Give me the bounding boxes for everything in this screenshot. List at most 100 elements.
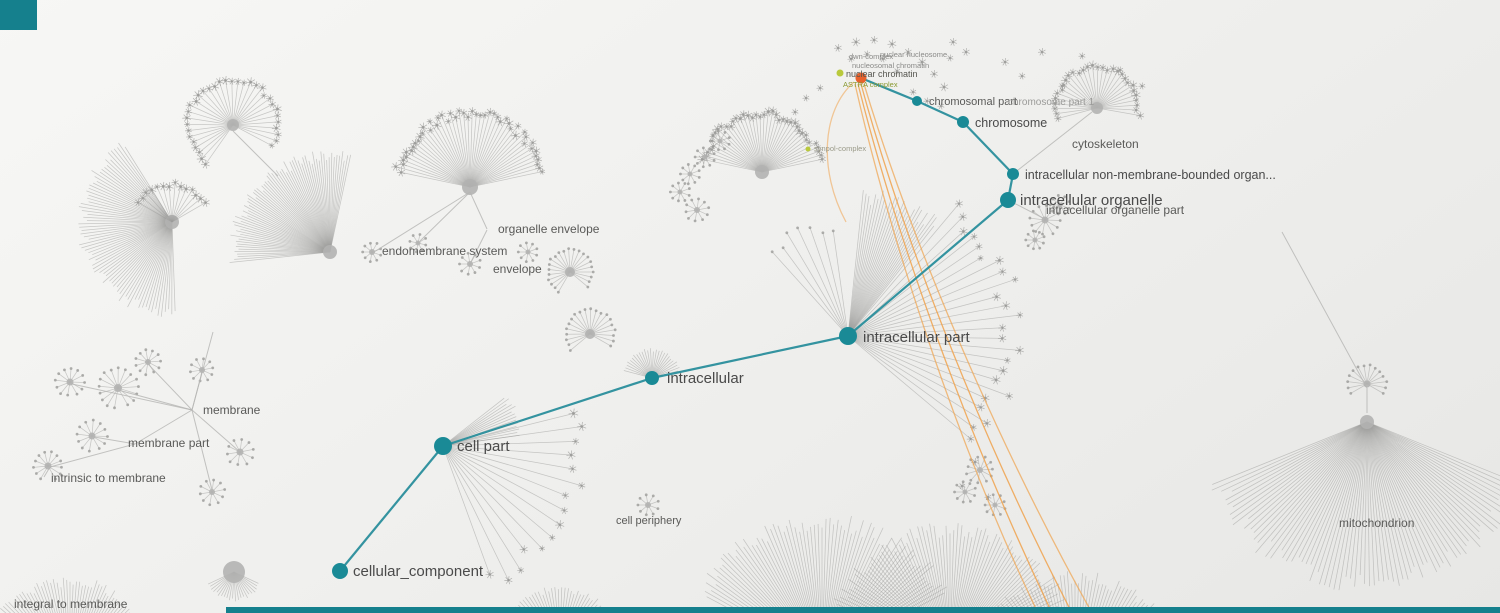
fan-hub-node[interactable] bbox=[66, 378, 74, 386]
label-cell-periphery[interactable]: cell periphery bbox=[616, 515, 682, 527]
burst-node-icon bbox=[234, 77, 242, 86]
label-cellular-component[interactable]: cellular_component bbox=[353, 563, 484, 580]
fan-hub-node[interactable] bbox=[1360, 415, 1374, 429]
label-intracellular-organelle[interactable]: intracellular organelle bbox=[1020, 192, 1163, 209]
fan-hub-node[interactable] bbox=[717, 138, 723, 144]
burst-node-icon bbox=[1134, 102, 1141, 109]
fan-hub-node[interactable] bbox=[88, 432, 96, 440]
fan-hub-node[interactable] bbox=[1091, 102, 1103, 114]
burst-node-icon bbox=[566, 450, 576, 460]
burst-node-icon bbox=[495, 117, 505, 127]
fan-hub-node[interactable] bbox=[702, 154, 708, 160]
node-green_complex_b[interactable] bbox=[805, 146, 811, 152]
burst-node-icon bbox=[520, 139, 528, 148]
burst-node-icon bbox=[1087, 60, 1098, 71]
fan-hub-node[interactable] bbox=[525, 249, 531, 255]
node-non_membrane_organelle[interactable] bbox=[1007, 168, 1019, 180]
node-intracellular_organelle[interactable] bbox=[1000, 192, 1016, 208]
burst-node-icon bbox=[268, 100, 277, 109]
label-astra-complex[interactable]: ASTRA complex bbox=[843, 80, 898, 89]
fan-hub-node[interactable] bbox=[145, 359, 151, 365]
fan-hub-node[interactable] bbox=[962, 489, 968, 495]
label-dwn-complex[interactable]: dwn-complex bbox=[849, 52, 893, 61]
node-green_complex_a[interactable] bbox=[836, 69, 844, 77]
label-intracellular-part[interactable]: intracellular part bbox=[863, 329, 971, 346]
fan-hub-node[interactable] bbox=[223, 561, 245, 583]
label-integral-to-membrane[interactable]: integral to membrane bbox=[14, 597, 128, 611]
label-intracellular[interactable]: intracellular bbox=[667, 370, 744, 387]
label-synpol-complex[interactable]: synpol-complex bbox=[814, 144, 866, 153]
node-intracellular[interactable] bbox=[645, 371, 659, 385]
fan-hub-node[interactable] bbox=[565, 267, 575, 277]
burst-node-icon bbox=[739, 110, 748, 119]
label-membrane-part[interactable]: membrane part bbox=[128, 436, 210, 450]
burst-node-icon bbox=[961, 47, 970, 56]
label-endomembrane-system[interactable]: endomembrane system bbox=[382, 244, 507, 258]
label-chromosome-part-1[interactable]: chromosome part 1 bbox=[1008, 97, 1095, 108]
burst-node-icon bbox=[975, 242, 983, 251]
fan-hub-node[interactable] bbox=[209, 489, 215, 495]
burst-node-icon bbox=[477, 112, 484, 119]
label-organelle-envelope[interactable]: organelle envelope bbox=[498, 222, 600, 236]
node-cellular_component[interactable] bbox=[332, 563, 348, 579]
fan-hub-node[interactable] bbox=[1057, 202, 1063, 208]
fan-hub-node[interactable] bbox=[1032, 237, 1038, 243]
fan-hub-node[interactable] bbox=[1041, 216, 1049, 224]
burst-node-icon bbox=[273, 137, 280, 145]
label-cell-part[interactable]: cell part bbox=[457, 438, 510, 455]
burst-node-icon bbox=[555, 520, 565, 530]
burst-node-icon bbox=[210, 82, 220, 91]
label-cytoskeleton[interactable]: cytoskeleton bbox=[1072, 137, 1139, 151]
fan-hub-node[interactable] bbox=[645, 502, 651, 508]
fan-hub-node[interactable] bbox=[677, 189, 683, 195]
fan-hub-node[interactable] bbox=[467, 261, 473, 267]
fan-hub-node[interactable] bbox=[687, 171, 693, 177]
burst-node-icon bbox=[790, 118, 800, 128]
label-membrane[interactable]: membrane bbox=[203, 403, 261, 417]
burst-node-icon bbox=[258, 83, 267, 92]
fan-hub-node[interactable] bbox=[415, 240, 421, 246]
fan-orgpart-3 bbox=[1024, 229, 1046, 251]
fan-hub-node[interactable] bbox=[323, 245, 337, 259]
fan-hub-node[interactable] bbox=[755, 165, 769, 179]
burst-node-icon bbox=[1060, 75, 1071, 85]
burst-node-icon bbox=[214, 77, 224, 87]
burst-node-icon bbox=[193, 90, 203, 100]
burst-node-icon bbox=[833, 43, 842, 52]
label-nucleosomal-chromatin[interactable]: nucleosomal chromatin bbox=[852, 61, 929, 70]
node-intracellular_part[interactable] bbox=[839, 327, 857, 345]
node-chromosome[interactable] bbox=[957, 116, 969, 128]
fan-hub-node[interactable] bbox=[585, 329, 595, 339]
burst-node-icon bbox=[426, 118, 433, 125]
label-intracellular-organelle-part[interactable]: intracellular organelle part bbox=[1046, 203, 1185, 217]
fan-hub-node[interactable] bbox=[694, 207, 700, 213]
fan-hub-node[interactable] bbox=[44, 462, 52, 470]
node-chromosomal_part[interactable] bbox=[912, 96, 922, 106]
fan-hub-node[interactable] bbox=[977, 467, 983, 473]
burst-node-icon bbox=[797, 128, 807, 138]
label-chromosome[interactable]: chromosome bbox=[975, 116, 1047, 130]
node-chromatin[interactable] bbox=[855, 72, 867, 84]
fan-hub-node[interactable] bbox=[992, 502, 998, 508]
burst-node-icon bbox=[473, 111, 480, 118]
fan-endomembrane bbox=[361, 241, 383, 263]
fan-membrane-8 bbox=[198, 478, 227, 507]
label-intracellular-non-membrane-bounded-organ-[interactable]: intracellular non-membrane-bounded organ… bbox=[1025, 168, 1276, 182]
label-intrinsic-to-membrane[interactable]: intrinsic to membrane bbox=[51, 471, 166, 485]
label-chromosomal-part[interactable]: chromosomal part bbox=[929, 96, 1017, 108]
fan-hub-node[interactable] bbox=[462, 179, 478, 195]
burst-node-icon bbox=[869, 35, 878, 44]
fan-upper-mid bbox=[391, 107, 546, 195]
label-nuclear-chromatin[interactable]: nuclear chromatin bbox=[846, 69, 918, 79]
fan-gray-circle-bottom bbox=[207, 561, 259, 602]
label-nuclear-nucleosome[interactable]: nuclear nucleosome bbox=[880, 50, 947, 59]
burst-node-icon bbox=[531, 151, 540, 161]
burst-node-icon bbox=[909, 88, 917, 96]
fan-hub-node[interactable] bbox=[369, 249, 375, 255]
fan-hub-node[interactable] bbox=[227, 119, 239, 131]
label-envelope[interactable]: envelope bbox=[493, 262, 542, 276]
node-cell_part[interactable] bbox=[434, 437, 452, 455]
label-mitochondrion[interactable]: mitochondrion bbox=[1339, 516, 1414, 530]
fan-hub-node[interactable] bbox=[114, 384, 122, 392]
